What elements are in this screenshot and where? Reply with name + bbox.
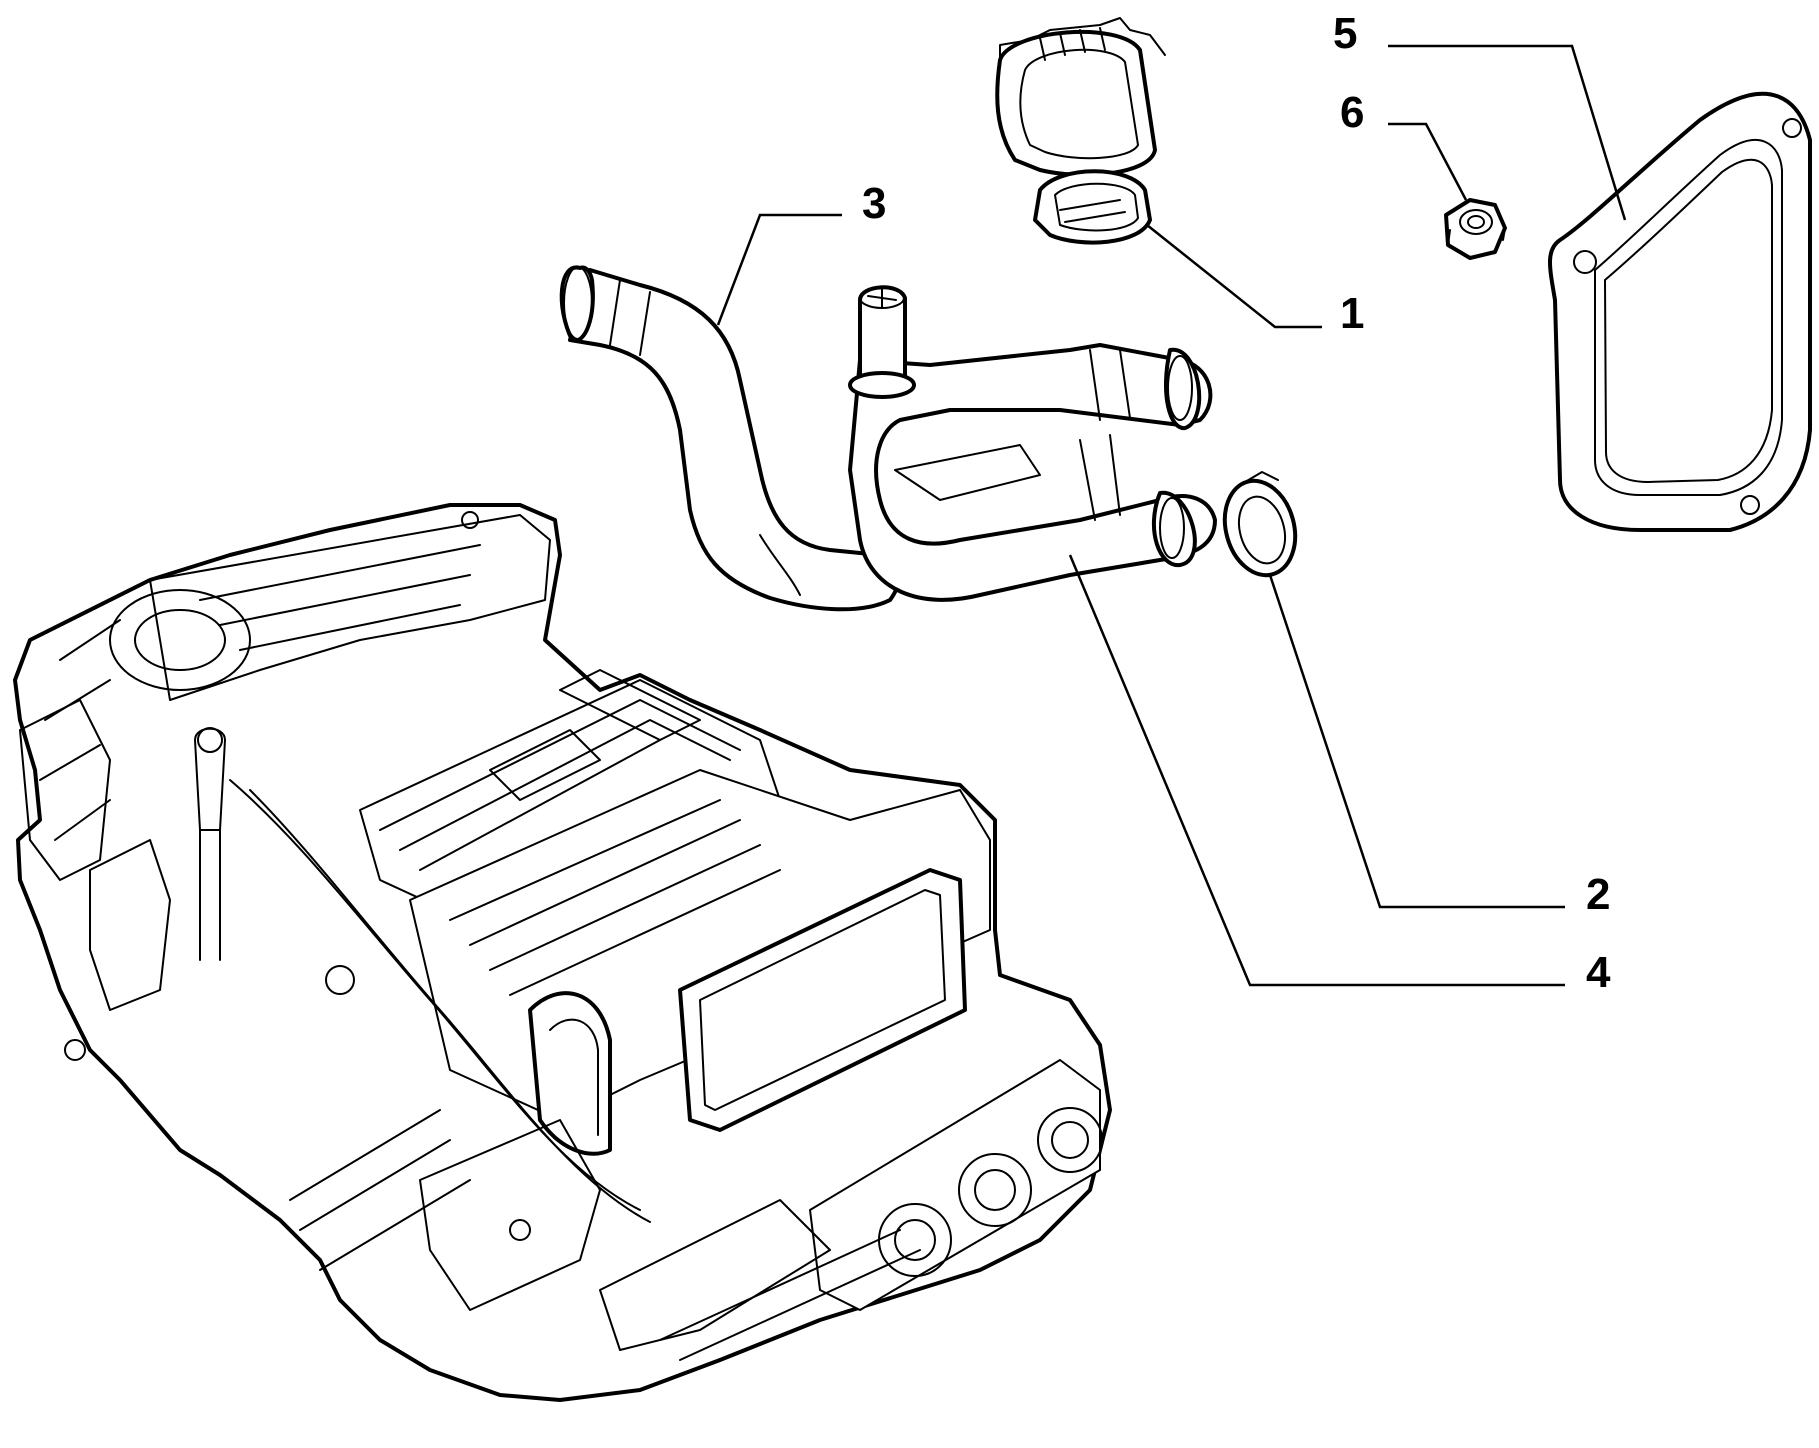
callout-1: 1 [1340,289,1364,338]
part-4-heater-hose [848,285,1217,602]
callout-6: 6 [1340,88,1364,137]
callout-2: 2 [1586,870,1610,919]
leader-line-6 [1388,122,1468,201]
callout-4: 4 [1586,948,1611,997]
leader-line-3 [716,213,842,326]
leader-line-1 [1146,224,1322,329]
part-5-gasket-frame [1548,91,1812,532]
part-1-clamp-clip [995,17,1166,245]
part-6-hex-nut [1444,198,1507,260]
hvac-heater-assembly [13,503,1112,1402]
leader-lines [716,44,1627,987]
leader-line-4 [1068,554,1565,987]
callout-labels: 1 2 3 4 5 6 [862,9,1611,997]
leader-line-2 [1268,574,1565,909]
part-3-heater-hose [559,265,901,612]
part-2-hose-clamp [1222,471,1298,578]
callout-5: 5 [1333,9,1357,58]
callout-3: 3 [862,179,886,228]
leader-line-5 [1388,44,1627,221]
